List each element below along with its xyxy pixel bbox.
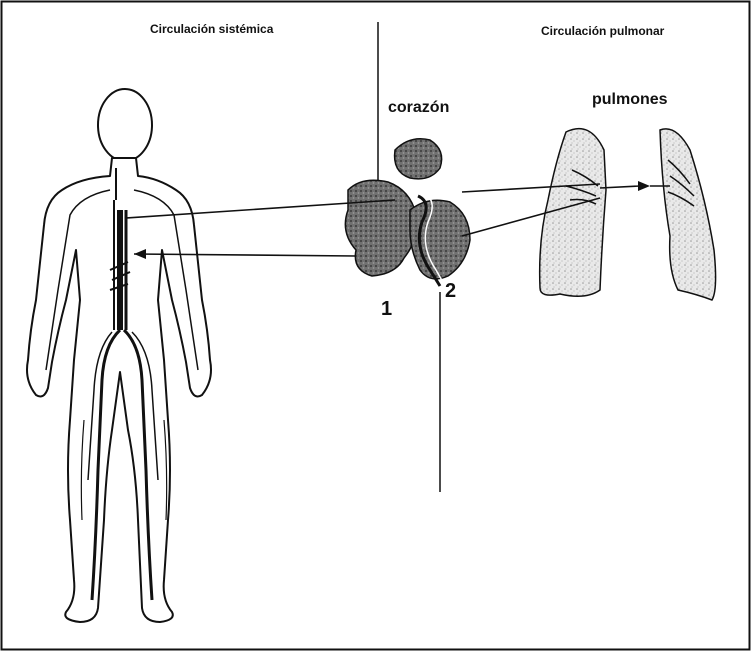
label-number-2: 2 <box>445 280 456 303</box>
lungs <box>540 129 716 300</box>
heart <box>345 139 470 286</box>
label-number-1: 1 <box>381 298 392 321</box>
label-systemic-circulation: Circulación sistémica <box>150 22 273 36</box>
label-pulmonary-circulation: Circulación pulmonar <box>541 24 664 38</box>
human-body <box>27 89 211 622</box>
label-lungs: pulmones <box>592 91 668 109</box>
label-heart: corazón <box>388 99 449 117</box>
